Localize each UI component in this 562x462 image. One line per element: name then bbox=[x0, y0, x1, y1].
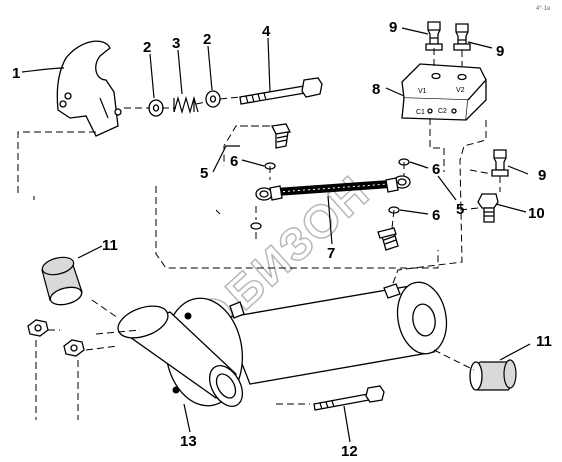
assembly-lines bbox=[17, 48, 501, 420]
leader-lines bbox=[21, 27, 531, 443]
part-1-bracket bbox=[56, 40, 122, 137]
part-3-spring bbox=[173, 95, 199, 115]
callout-8: 8 bbox=[372, 81, 380, 98]
marking-v1: V1 bbox=[418, 88, 427, 95]
callout-9-right: 9 bbox=[538, 167, 546, 184]
part-4-long-bolt bbox=[239, 77, 323, 105]
part-5-banjo-bolt-lower bbox=[377, 227, 399, 251]
callout-6-right-upper: 6 bbox=[432, 161, 440, 178]
callout-1: 1 bbox=[12, 65, 20, 82]
corner-mark: 4°·1е bbox=[536, 6, 551, 12]
marking-c1: C1 bbox=[416, 109, 425, 116]
callout-6-right-lower: 6 bbox=[432, 207, 440, 224]
part-9-fitting-top-right bbox=[453, 23, 471, 51]
callout-2-right: 2 bbox=[203, 31, 211, 48]
part-2-washer-left bbox=[148, 99, 164, 117]
callout-13: 13 bbox=[180, 433, 197, 450]
part-11-bushing-left bbox=[41, 256, 83, 306]
part-10-fitting bbox=[477, 193, 499, 223]
callout-10: 10 bbox=[528, 205, 545, 222]
part-2-washer-right bbox=[205, 90, 221, 108]
part-7-hose bbox=[255, 175, 411, 201]
marking-c2: C2 bbox=[438, 108, 447, 115]
nut-lower bbox=[63, 339, 85, 357]
callout-7: 7 bbox=[327, 245, 335, 262]
callout-9-top-left: 9 bbox=[389, 19, 397, 36]
callout-6-left-upper: 6 bbox=[230, 153, 238, 170]
part-9-fitting-top-left bbox=[425, 21, 443, 51]
part-13-cylinder bbox=[117, 281, 448, 407]
marking-v2: V2 bbox=[456, 87, 465, 94]
callout-11-left: 11 bbox=[102, 237, 118, 254]
callout-3: 3 bbox=[172, 35, 180, 52]
part-11-bushing-right bbox=[469, 359, 517, 391]
part-9-fitting-right bbox=[491, 149, 509, 177]
callout-4: 4 bbox=[262, 23, 271, 40]
nut-upper bbox=[27, 319, 49, 337]
callout-5-right: 5 bbox=[456, 201, 464, 218]
callout-9-top-right: 9 bbox=[496, 43, 504, 60]
part-12-bolt bbox=[313, 385, 385, 411]
callout-5-left: 5 bbox=[200, 165, 208, 182]
callout-12: 12 bbox=[341, 443, 358, 460]
part-6-o-ring-left-lower bbox=[250, 222, 262, 230]
callout-labels: 1 2 3 2 4 9 9 8 5 6 6 6 5 9 10 7 11 11 1… bbox=[12, 19, 552, 460]
callout-11-right: 11 bbox=[536, 333, 552, 350]
part-5-banjo-bolt-upper bbox=[271, 123, 291, 149]
callout-2-left: 2 bbox=[143, 39, 151, 56]
part-8-valve-block: V1 V2 C1 C2 bbox=[401, 63, 487, 121]
